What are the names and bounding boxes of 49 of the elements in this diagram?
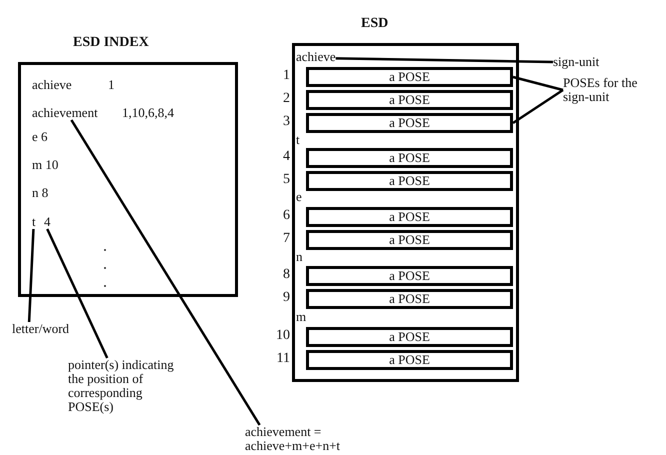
index-entry: 4 [44, 215, 50, 229]
pose-box: a POSE [306, 230, 513, 250]
label-text: e [296, 190, 302, 204]
row-number: 9 [283, 291, 290, 305]
leader-line [70, 119, 261, 426]
row-number: 8 [283, 268, 290, 282]
label-text: achieve [32, 78, 72, 92]
annotation-text: POSEs for the sign-unit [563, 76, 663, 104]
pose-box: a POSE [306, 148, 513, 168]
leader-line [512, 76, 564, 92]
pose-box: a POSE [306, 266, 513, 286]
row-number: 7 [283, 232, 290, 246]
label-text: 1 [108, 78, 114, 92]
pose-box: a POSE [306, 171, 513, 191]
label-text: n 8 [32, 186, 48, 200]
label-text: e 6 [32, 130, 48, 144]
index-entry: achieve [296, 50, 336, 64]
row-number: 2 [283, 92, 290, 106]
leader-line [28, 228, 35, 322]
pose-box: a POSE [306, 327, 513, 347]
pose-box: a POSE [306, 350, 513, 370]
annotation-text: sign-unit [553, 55, 600, 69]
panel-title: ESD INDEX [73, 35, 149, 51]
pose-box: a POSE [306, 207, 513, 227]
pose-box: a POSE [306, 67, 513, 87]
index-entry: achievement [32, 106, 98, 120]
annotation-text: pointer(s) indicating the position of corresponding POSE(s) [68, 358, 180, 414]
leader-line [336, 57, 554, 64]
row-number: 10 [276, 329, 290, 343]
row-number: 1 [283, 69, 290, 83]
pose-box: a POSE [306, 90, 513, 110]
annotation-text: achievement = achieve+m+e+n+t [245, 425, 367, 453]
leader-line [46, 228, 108, 359]
row-number: 3 [283, 115, 290, 129]
annotation-text: letter/word [12, 322, 70, 336]
label-text: m [296, 310, 306, 324]
row-number: 4 [283, 150, 290, 164]
label-text: 1,10,6,8,4 [122, 106, 174, 120]
panel-title: ESD [361, 16, 388, 32]
pose-box: a POSE [306, 289, 513, 309]
index-entry: t [32, 215, 36, 229]
row-number: 6 [283, 209, 290, 223]
row-number: 11 [276, 352, 290, 366]
row-number: 5 [283, 173, 290, 187]
label-text: m 10 [32, 158, 58, 172]
leader-line [512, 88, 564, 124]
pose-box: a POSE [306, 113, 513, 133]
label-text: t [296, 133, 300, 147]
label-text: n [296, 250, 302, 264]
